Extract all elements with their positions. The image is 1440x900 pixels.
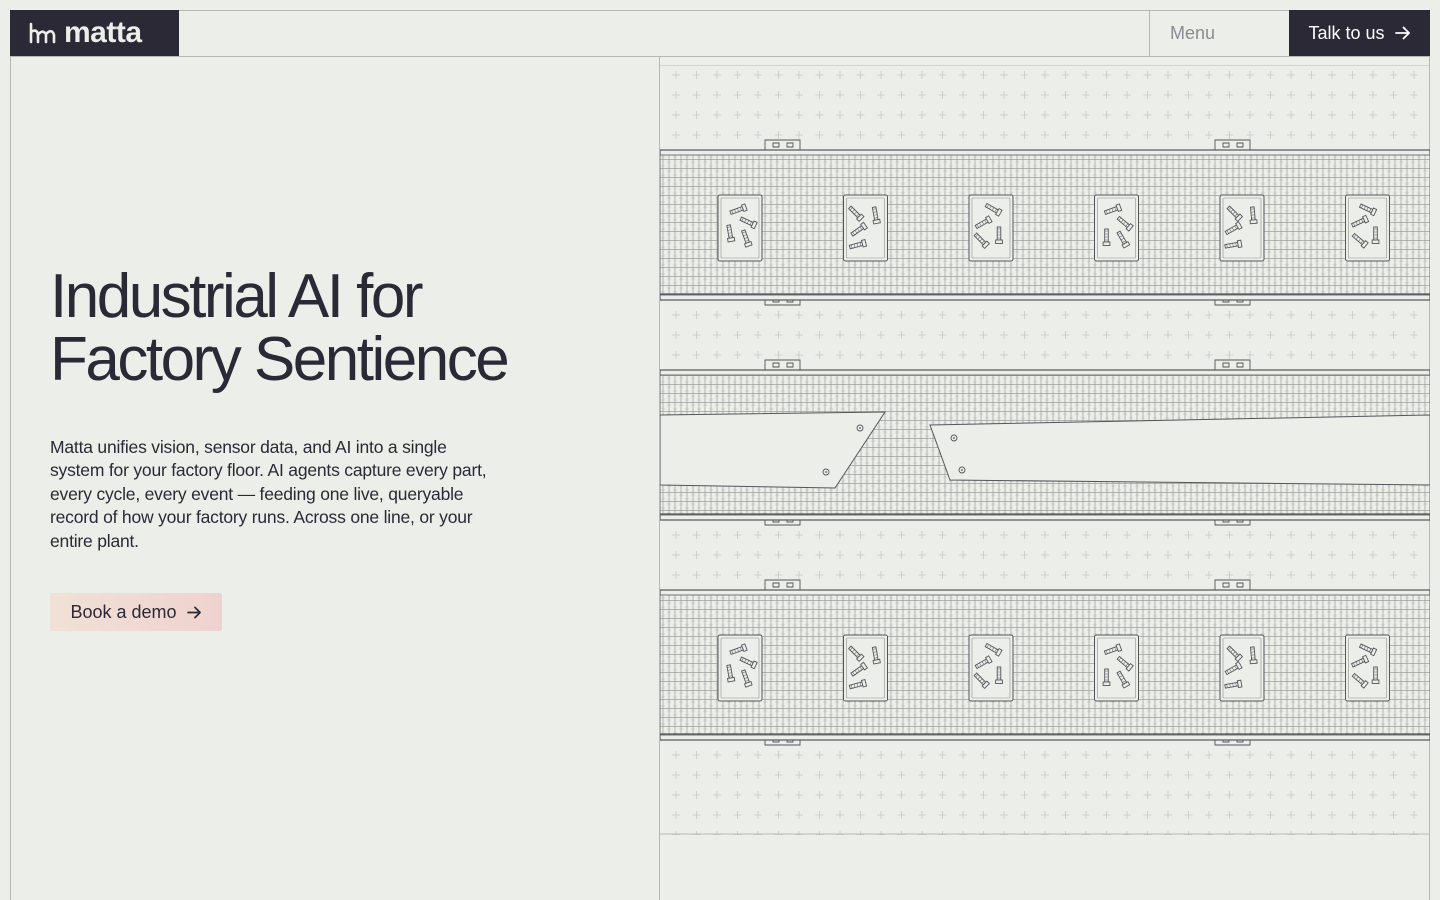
parts-tray	[1094, 194, 1139, 262]
parts-tray	[1094, 634, 1139, 702]
logo-text: matta	[64, 16, 142, 49]
screw-icon	[1371, 666, 1380, 684]
hero-title-line-1: Industrial AI for	[50, 262, 424, 331]
talk-to-us-label: Talk to us	[1308, 22, 1385, 43]
screw-icon	[1226, 205, 1244, 223]
parts-tray	[843, 634, 888, 702]
screw-icon	[1102, 228, 1111, 246]
screw-icon	[974, 215, 993, 230]
screw-icon	[1103, 203, 1123, 216]
screw-icon	[995, 666, 1003, 684]
conveyor-belt-1	[660, 139, 1430, 306]
screw-icon	[1103, 643, 1123, 656]
screw-icon	[729, 643, 748, 656]
parts-tray	[1219, 634, 1265, 702]
screw-icon	[1116, 655, 1134, 672]
matta-logo-icon	[29, 22, 56, 44]
screw-icon	[848, 678, 868, 690]
arrow-right-icon	[186, 606, 201, 618]
book-demo-label: Book a demo	[70, 601, 177, 622]
screw-icon	[871, 206, 881, 225]
menu-button[interactable]: Menu	[1149, 10, 1289, 56]
parts-tray	[1345, 634, 1390, 702]
screw-icon	[974, 655, 993, 670]
screw-icon	[850, 221, 869, 237]
screw-icon	[1350, 654, 1370, 668]
parts-tray	[968, 194, 1014, 262]
conveyor-illustration	[660, 65, 1430, 835]
screw-icon	[1224, 661, 1243, 676]
conveyor-belt-3	[660, 579, 1430, 746]
parts-tray	[968, 634, 1014, 702]
screw-icon	[739, 216, 758, 230]
screw-icon	[1116, 215, 1134, 232]
screw-icon	[740, 229, 753, 248]
parts-tray	[1345, 194, 1390, 262]
conveyor-belt-2	[660, 359, 1430, 526]
screw-icon	[847, 645, 865, 663]
parts-tray	[1219, 194, 1265, 262]
screw-icon	[1351, 672, 1369, 689]
screw-icon	[1116, 670, 1131, 689]
screw-icon	[1350, 214, 1370, 228]
screw-icon	[848, 238, 868, 250]
screw-icon	[739, 656, 758, 670]
screw-icon	[984, 202, 1003, 217]
arrow-right-icon	[1394, 26, 1410, 40]
top-nav: matta Menu Talk to us	[10, 10, 1430, 57]
nav-spacer	[179, 10, 1149, 56]
screw-icon	[984, 642, 1003, 657]
screw-icon	[1116, 230, 1131, 249]
screw-icon	[1351, 232, 1369, 249]
screw-icon	[1358, 643, 1378, 657]
logo[interactable]: matta	[10, 10, 179, 56]
screw-icon	[847, 205, 865, 223]
screw-icon	[740, 669, 753, 688]
screw-icon	[729, 203, 748, 216]
screw-icon	[1224, 239, 1243, 249]
screw-icon	[1358, 203, 1378, 217]
talk-to-us-button[interactable]: Talk to us	[1289, 10, 1430, 56]
screw-icon	[726, 664, 736, 683]
parts-tray	[843, 194, 888, 262]
screw-icon	[850, 661, 869, 677]
parts-tray	[717, 634, 763, 702]
book-demo-button[interactable]: Book a demo	[50, 593, 222, 631]
hero-title: Industrial AI for Factory Sentience	[50, 265, 650, 391]
screw-icon	[973, 232, 991, 250]
screw-icon	[871, 646, 881, 665]
parts-tray	[717, 194, 763, 262]
screw-icon	[1224, 679, 1243, 689]
screw-icon	[1249, 646, 1258, 665]
hero-description: Matta unifies vision, sensor data, and A…	[50, 437, 487, 551]
screw-icon	[1102, 668, 1111, 686]
menu-label: Menu	[1170, 22, 1216, 43]
screw-icon	[726, 224, 736, 243]
belt-cutaway	[660, 411, 1430, 489]
screw-icon	[1224, 221, 1243, 236]
screw-icon	[995, 226, 1003, 244]
screw-icon	[1226, 645, 1244, 663]
screw-icon	[973, 672, 991, 690]
hero-title-line-2: Factory Sentience	[50, 325, 510, 394]
screw-icon	[1371, 226, 1380, 244]
screw-icon	[1249, 206, 1258, 225]
